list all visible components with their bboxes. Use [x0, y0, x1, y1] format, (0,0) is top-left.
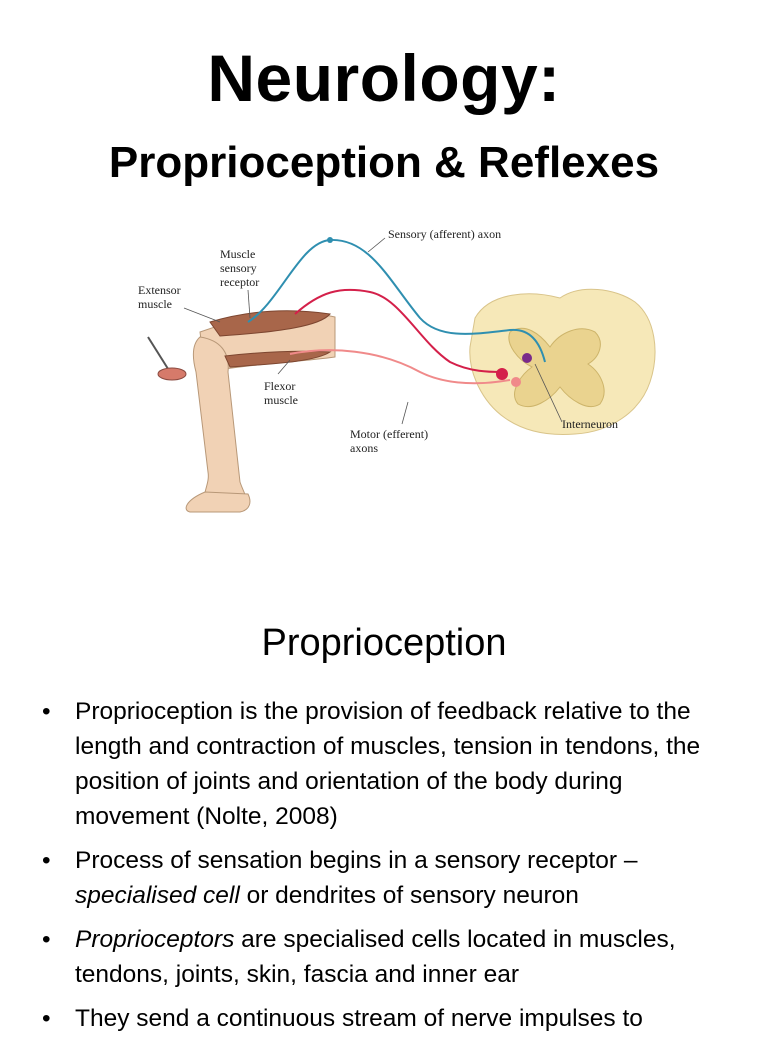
leader-sensory: [367, 237, 386, 253]
bullet-item: • Proprioceptors are specialised cells lo…: [40, 922, 740, 992]
foot-shape: [185, 491, 251, 513]
slide-title: Neurology:: [207, 41, 561, 115]
bullet-dot: •: [42, 926, 51, 953]
label-extensor-1: Extensor: [138, 283, 181, 297]
motor-neuron-flexor: [511, 377, 521, 387]
bullet-dot: •: [42, 698, 51, 725]
leader-extensor: [183, 307, 221, 323]
extensor-muscle: [209, 310, 331, 337]
motor-axon-extensor-path: [294, 288, 503, 373]
label-sensory-axon: Sensory (afferent) axon: [388, 227, 501, 241]
bullet-list: • Proprioception is the provision of feed…: [40, 694, 740, 1045]
label-flexor-2: muscle: [264, 393, 298, 407]
bullet-item: • Process of sensation begins in a sensor…: [40, 843, 740, 913]
interneuron-cell: [522, 353, 532, 363]
label-interneuron: Interneuron: [562, 417, 618, 431]
label-extensor-2: muscle: [138, 297, 172, 311]
bullet-text: Proprioception is the provision of feedb…: [75, 698, 701, 830]
bullet-text-after: or dendrites of sensory neuron: [239, 882, 579, 909]
reflex-arc-diagram: Sensory (afferent) axon Muscle sensory r…: [130, 222, 670, 522]
bullet-italic-text: specialised cell: [75, 882, 240, 909]
label-motor-axons-2: axons: [350, 441, 378, 455]
sensory-cell-body: [327, 237, 333, 243]
leader-receptor: [247, 289, 251, 319]
label-flexor-1: Flexor: [264, 379, 295, 393]
motor-neuron-extensor: [496, 368, 508, 380]
label-muscle-receptor-2: sensory: [220, 261, 257, 275]
reflex-hammer-head: [157, 367, 187, 381]
flexor-muscle: [224, 350, 332, 368]
bullet-text: They send a continuous stream of nerve i…: [75, 1005, 643, 1032]
reflex-arc-illustration: Sensory (afferent) axon Muscle sensory r…: [138, 227, 656, 513]
section-heading: Proprioception: [261, 622, 507, 664]
bullet-text: Process of sensation begins in a sensory…: [75, 847, 638, 874]
label-muscle-receptor-3: receptor: [220, 275, 259, 289]
bullet-text-after: are specialised cells located in muscles…: [75, 926, 676, 988]
motor-axon-flexor-path: [289, 349, 511, 385]
label-muscle-receptor-1: Muscle: [220, 247, 255, 261]
bullet-dot: •: [42, 847, 51, 874]
leader-flexor: [277, 359, 291, 375]
leader-motor: [401, 401, 409, 425]
spinal-grey-matter: [508, 327, 605, 408]
leader-interneuron: [534, 363, 563, 423]
bullet-italic-text: Proprioceptors: [75, 926, 235, 953]
bullet-item: • They send a continuous stream of nerve …: [40, 1001, 740, 1036]
label-motor-axons-1: Motor (efferent): [350, 427, 428, 441]
reflex-hammer-handle: [147, 336, 171, 373]
slide-subtitle: Proprioception & Reflexes: [108, 138, 660, 187]
bullet-dot: •: [42, 1005, 51, 1032]
bullet-item: • Proprioception is the provision of feed…: [40, 694, 740, 834]
sensory-axon-path: [247, 238, 546, 363]
